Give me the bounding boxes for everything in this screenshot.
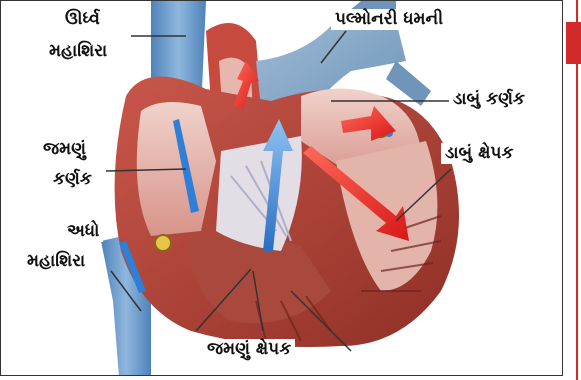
- label-right-atrium-line1: જમણું: [39, 139, 90, 160]
- label-left-atrium: ડાબું કર્ણક: [449, 89, 529, 110]
- label-right-ventricle: જમણું ક્ષેપક: [203, 339, 295, 360]
- label-inferior-vena-cava-line2: મહાશિરા: [23, 251, 89, 272]
- label-superior-vena-cava-line2: મહાશિરા: [45, 41, 111, 62]
- page-edge-strip: [566, 0, 581, 380]
- diagram-frame: ઊર્ધ્વ મહાશિરા પલ્મોનરી ધમની ડાબું કર્ણક…: [0, 0, 563, 376]
- label-inferior-vena-cava-line1: અધો: [63, 221, 103, 242]
- label-pulmonary-artery: પલ્મોનરી ધમની: [331, 9, 447, 30]
- page-edge-marker: [566, 22, 581, 64]
- tricuspid-valve: [216, 136, 302, 251]
- label-superior-vena-cava-line1: ઊર્ધ્વ: [61, 9, 104, 30]
- label-left-ventricle: ડાબું ક્ષેપક: [441, 143, 517, 164]
- label-right-atrium-line2: કર્ણક: [49, 169, 96, 190]
